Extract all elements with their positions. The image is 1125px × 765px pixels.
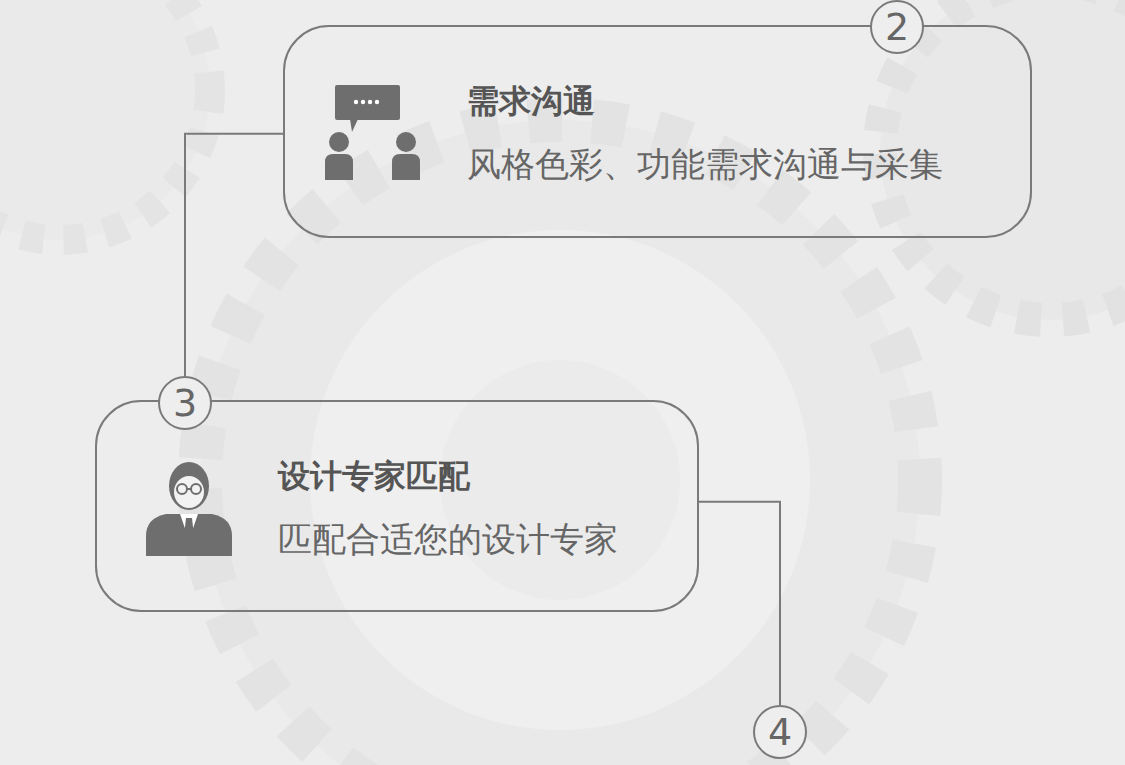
face — [174, 476, 204, 508]
step-box: 需求沟通风格色彩、功能需求沟通与采集 — [283, 25, 1032, 238]
suit — [146, 514, 232, 556]
step-title: 需求沟通 — [467, 82, 1000, 120]
callout-number: 2 — [870, 0, 924, 54]
glasses — [191, 484, 201, 494]
gear — [0, 0, 210, 240]
step-description: 风格色彩、功能需求沟通与采集 — [467, 144, 1000, 185]
step-number: 4 — [768, 712, 792, 752]
connector — [699, 502, 780, 705]
step-box: 设计专家匹配匹配合适您的设计专家 — [95, 400, 699, 612]
connector — [185, 134, 283, 400]
glasses-bridge — [187, 488, 191, 490]
dot — [368, 100, 372, 104]
dot — [361, 100, 365, 104]
step-title: 设计专家匹配 — [278, 457, 667, 495]
person-head — [329, 132, 349, 152]
person-body — [392, 154, 420, 180]
speech-bubble — [335, 85, 400, 120]
step-description: 匹配合适您的设计专家 — [278, 519, 667, 560]
expert-icon — [146, 462, 232, 556]
bubble-tail — [350, 119, 358, 132]
dot — [375, 100, 379, 104]
step-circle: 4 — [753, 705, 807, 759]
gear — [200, 120, 920, 765]
glasses — [177, 484, 187, 494]
person-body — [325, 154, 353, 180]
chat-icon — [325, 85, 420, 180]
tie — [184, 518, 194, 542]
callout-number: 3 — [158, 376, 212, 430]
person-head — [396, 132, 416, 152]
dot — [354, 100, 358, 104]
head — [169, 462, 209, 510]
gear-axle — [440, 360, 680, 600]
